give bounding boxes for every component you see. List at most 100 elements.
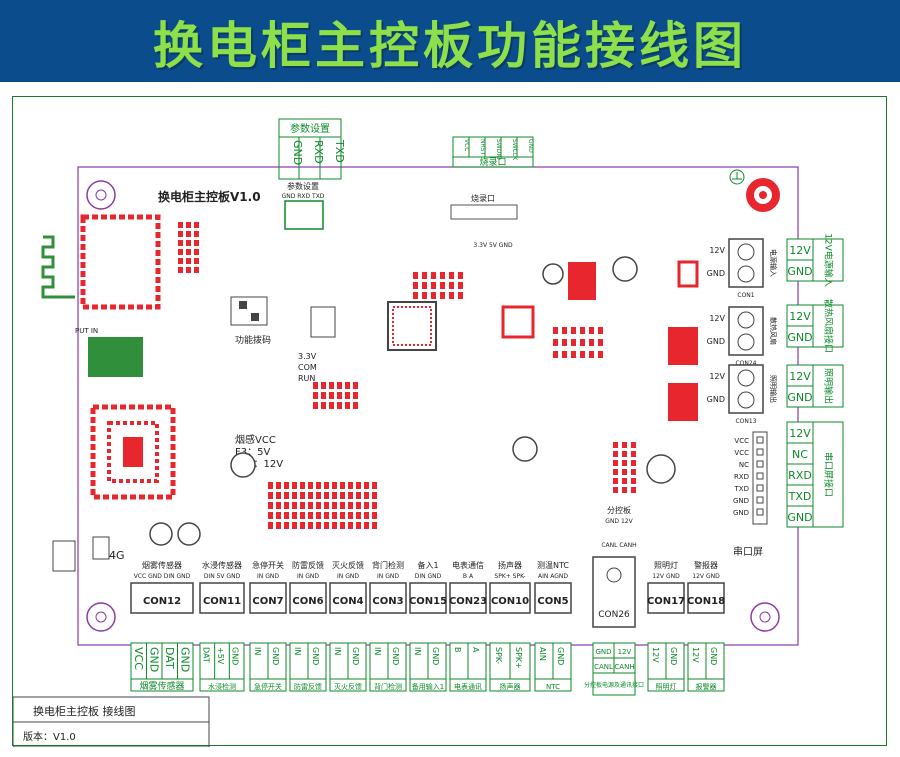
fourg-module: [90, 404, 176, 500]
board-connector-pins: 12V GND: [692, 573, 720, 580]
ground-icon: [729, 169, 745, 185]
external-pin-label: 12V: [651, 647, 660, 663]
external-pin-label: DAT: [163, 647, 176, 669]
external-pin-label: +5V: [216, 647, 225, 665]
board-pin: NC: [739, 461, 749, 469]
antenna-connector-icon: [52, 540, 76, 572]
board-connector-con7: 急停开关 IN GND CON7: [249, 560, 287, 614]
mounting-holes: [86, 180, 780, 632]
param-pin-txd: TXD: [333, 139, 346, 163]
board-pin: 12V: [709, 246, 725, 255]
dip-switch: [230, 296, 268, 326]
external-terminal-label: 分控板电源及通讯接口: [584, 681, 644, 689]
external-pin-label: IN: [413, 647, 422, 655]
board-con-id: CON26: [598, 610, 630, 620]
buzzer-icon: [746, 178, 780, 212]
board-con-id: CON11: [203, 596, 241, 607]
com-led-label: COM: [298, 363, 317, 372]
external-terminal-con7: IN GND 急停开关: [249, 642, 287, 692]
external-terminal-label: 背门检测: [374, 682, 402, 691]
board-connector-pins: IN GND: [297, 573, 319, 580]
external-pin-label: B: [453, 647, 462, 653]
run-led-label: RUN: [298, 374, 315, 383]
external-pin-label: GND: [147, 647, 160, 672]
external-pin-label: GND: [271, 647, 280, 665]
external-pin-label: GND: [351, 647, 360, 665]
board-pin: RXD: [734, 473, 749, 481]
burn-pin-vcc: VCC: [463, 139, 470, 151]
tvs-diode: [677, 260, 699, 288]
page-title: 换电柜主控板功能接线图: [153, 17, 747, 75]
component-array: [178, 222, 636, 529]
board-title: 换电柜主控板V1.0: [158, 189, 261, 204]
board-pin: GND: [707, 395, 725, 404]
board-connector-pins: IN GND: [257, 573, 279, 580]
dcdc-chip: [501, 305, 535, 339]
external-pin-label: GND: [231, 647, 240, 665]
board-pin: 12V: [709, 314, 725, 323]
external-pin-label: CANH: [614, 663, 634, 671]
board-con-id: CON7: [252, 596, 283, 607]
board-terminal-label: 散热风扇: [769, 317, 778, 345]
external-pin-label: GND: [311, 647, 320, 665]
burn-pin-swdio: SWDIO: [495, 139, 502, 160]
board-connector-pins: 12V GND: [652, 573, 680, 580]
external-terminal-label: 备用输入1: [412, 682, 444, 691]
wifi-module: [80, 214, 161, 310]
external-pin-label: SPK-: [494, 647, 503, 664]
power-module: [88, 337, 143, 377]
board-burn-label: 烧录口: [471, 193, 495, 203]
external-terminal-label: 电表通讯: [454, 682, 482, 691]
board-pin: GND: [733, 509, 749, 517]
external-pin-label: IN: [253, 647, 262, 655]
board-con-id: CON15: [409, 596, 447, 607]
board-connector-pins: VCC GND DIN GND: [134, 573, 191, 580]
serial-screen-label: 串口屏: [733, 546, 763, 558]
board-connector-title: 测温NTC: [537, 561, 569, 570]
fourg-label: 4G: [109, 549, 125, 562]
external-pin-label: 12V: [618, 648, 632, 656]
board-connector-title: 急停开关: [252, 560, 284, 570]
mosfet-light: [668, 383, 698, 421]
external-terminal-label: 急停开关: [254, 682, 282, 691]
board-pin: GND: [733, 497, 749, 505]
burn-pin-nrst: NRST: [479, 139, 486, 155]
external-pin-label: CANL: [594, 663, 613, 671]
external-terminal-label: 灭火反馈: [334, 682, 362, 691]
external-pin-label: GND: [787, 511, 812, 524]
external-pin-label: GND: [669, 647, 678, 665]
board-con-id: CON18: [687, 596, 725, 607]
board-connector-title: 扬声器: [498, 560, 522, 570]
board-connector-title: 灭火反馈: [332, 560, 364, 570]
board-con-id: CON13: [735, 418, 756, 425]
external-pin-label: 12V: [789, 370, 811, 383]
external-terminal-label: 串口屏接口: [823, 452, 835, 497]
title-block-name: 换电柜主控板 接线图: [33, 704, 136, 718]
param-pin-gnd: GND: [291, 140, 304, 165]
burn-port-title: 烧录口: [479, 156, 506, 168]
board-connector-title: 备入1: [417, 560, 438, 570]
board-param-pins: GND RXD TXD: [282, 193, 325, 200]
board-connector-pins: DIN 5V GND: [204, 573, 241, 580]
external-pin-label: DAT: [201, 647, 210, 663]
burn-port-connector: VCC NRST SWDIO SWCLK GND 烧录口: [452, 136, 534, 168]
external-pin-label: 12V: [789, 310, 811, 323]
regulator: [568, 262, 596, 300]
capacitors: [149, 256, 676, 546]
